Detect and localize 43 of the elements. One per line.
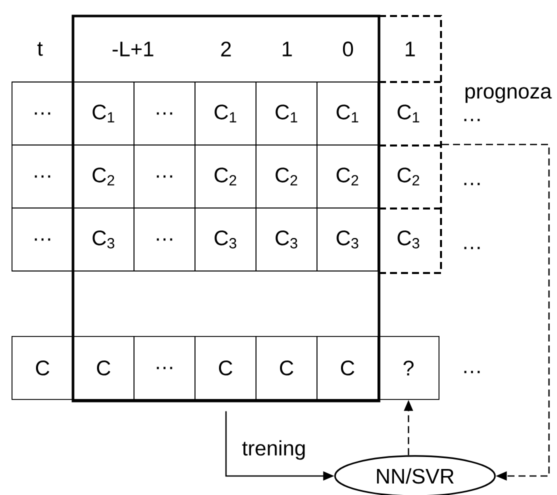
table-cell: C$_{3}$ bbox=[72, 208, 134, 272]
table-cell: C$_{2}$ bbox=[256, 144, 318, 208]
table-cell: … bbox=[12, 208, 74, 272]
table-cell: C$_{2}$ bbox=[316, 144, 378, 208]
column-header: 1 bbox=[282, 42, 292, 56]
forecast-column bbox=[378, 15, 442, 274]
table-cell: C$_{2}$ bbox=[398, 168, 420, 186]
table-cell: C bbox=[12, 336, 74, 400]
table-cell: C$_{1}$ bbox=[316, 82, 378, 146]
table-cell: … bbox=[12, 82, 74, 146]
training-window bbox=[72, 14, 380, 402]
table-cell: … bbox=[134, 336, 196, 400]
table-cell: C$_{2}$ bbox=[72, 144, 134, 208]
table-cell: C$_{3}$ bbox=[194, 208, 256, 272]
table-cell: C$_{1}$ bbox=[72, 82, 134, 146]
arrow bbox=[442, 144, 550, 481]
column-header: 2 bbox=[221, 42, 231, 56]
table-cell: C$_{1}$ bbox=[398, 104, 420, 122]
table-cell: C$_{3}$ bbox=[316, 208, 378, 272]
table-cell: C bbox=[256, 336, 318, 400]
table-cell: C$_{2}$ bbox=[194, 144, 256, 208]
ellipsis: … bbox=[464, 182, 480, 186]
table-cell: C bbox=[194, 336, 256, 400]
table-cell: … bbox=[134, 144, 196, 208]
table-cell: C$_{1}$ bbox=[256, 82, 318, 146]
column-header: 0 bbox=[342, 42, 354, 56]
edge-label: trening bbox=[242, 440, 305, 460]
ellipsis: … bbox=[464, 118, 480, 122]
ellipsis: … bbox=[464, 370, 480, 374]
table-cell: C$_{3}$ bbox=[398, 230, 420, 248]
column-header: 1 bbox=[406, 42, 415, 56]
table-cell: C$_{3}$ bbox=[256, 208, 318, 272]
table-cell: C bbox=[72, 336, 134, 400]
edge-label: prognoza bbox=[466, 87, 552, 103]
table-cell: … bbox=[12, 144, 74, 208]
ellipsis: … bbox=[464, 246, 480, 250]
table-cell: C bbox=[316, 336, 378, 400]
table-cell: ? bbox=[378, 336, 440, 400]
table-cell: C$_{1}$ bbox=[194, 82, 256, 146]
column-header: -L+1 bbox=[112, 42, 154, 56]
column-header: t bbox=[37, 42, 43, 56]
table-cell: … bbox=[134, 82, 196, 146]
table-cell: … bbox=[134, 208, 196, 272]
